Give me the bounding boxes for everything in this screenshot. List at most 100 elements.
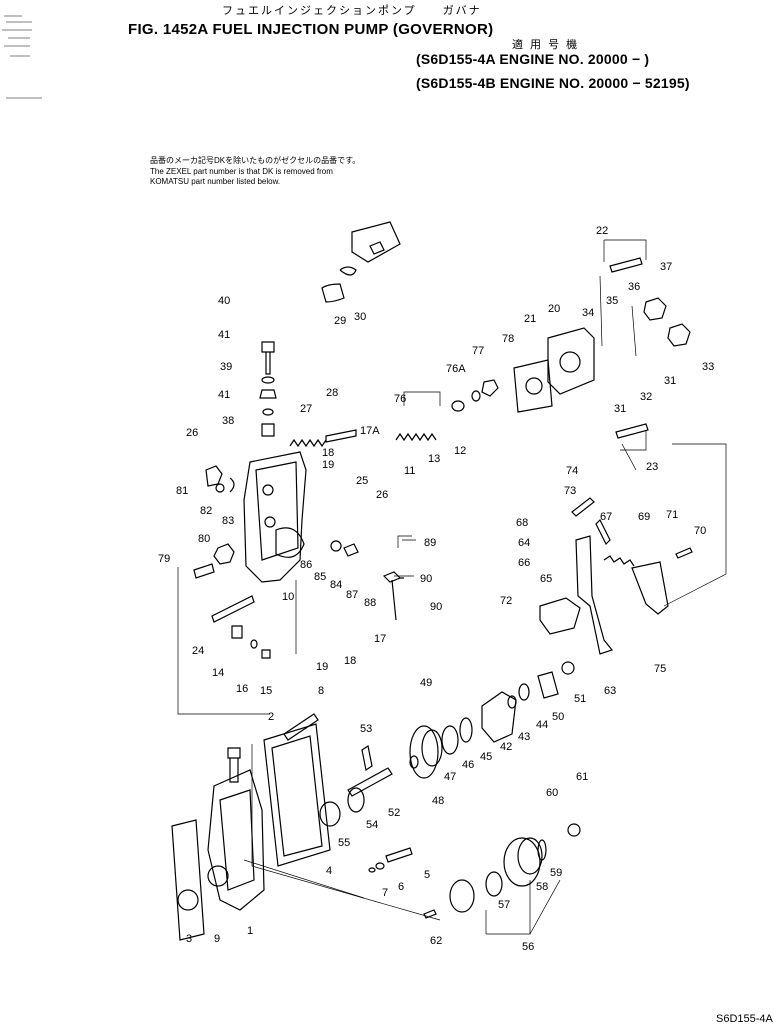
part-label: 56 bbox=[522, 941, 534, 953]
part-artwork bbox=[2, 15, 693, 941]
part-label: 22 bbox=[596, 225, 608, 237]
part-label: 19 bbox=[322, 459, 334, 471]
part-label: 14 bbox=[212, 667, 224, 679]
part-number-labels: 1 2 3 4 5 6 7 8 9 10 11 12 13 14 15 16 1… bbox=[158, 225, 714, 953]
part-label: 41 bbox=[218, 389, 230, 401]
note-english-1: The ZEXEL part number is that DK is remo… bbox=[150, 167, 333, 176]
part-label: 42 bbox=[500, 741, 512, 753]
part-label: 41 bbox=[218, 329, 230, 341]
part-label: 20 bbox=[548, 303, 560, 315]
gasket-21 bbox=[513, 359, 553, 413]
part-label: 15 bbox=[260, 685, 272, 697]
part-label: 80 bbox=[198, 533, 210, 545]
part-label: 74 bbox=[566, 465, 578, 477]
part-label: 54 bbox=[366, 819, 378, 831]
part-label: 78 bbox=[502, 333, 514, 345]
part-label: 63 bbox=[604, 685, 616, 697]
part-label: 87 bbox=[346, 589, 358, 601]
part-label: 58 bbox=[536, 881, 548, 893]
title-japanese: フュエルインジェクションポンプ ガバナ bbox=[222, 5, 482, 17]
part-label: 18 bbox=[322, 447, 334, 459]
part-label: 88 bbox=[364, 597, 376, 609]
part-label: 31 bbox=[664, 375, 676, 387]
part-label: 45 bbox=[480, 751, 492, 763]
part-label: 30 bbox=[354, 311, 366, 323]
flyweight-carrier-42 bbox=[481, 691, 517, 743]
part-label: 70 bbox=[694, 525, 706, 537]
part-label: 7 bbox=[382, 887, 388, 899]
part-label: 37 bbox=[660, 261, 672, 273]
part-label: 60 bbox=[546, 787, 558, 799]
part-label: 9 bbox=[214, 933, 220, 945]
part-label: 66 bbox=[518, 557, 530, 569]
applicable-japanese: 適 用 号 機 bbox=[512, 39, 580, 51]
part-label: 17 bbox=[374, 633, 386, 645]
part-label: 51 bbox=[574, 693, 586, 705]
plate-3 bbox=[171, 819, 205, 941]
part-label: 57 bbox=[498, 899, 510, 911]
part-label: 64 bbox=[518, 537, 530, 549]
part-label: 16 bbox=[236, 683, 248, 695]
part-label: 49 bbox=[420, 677, 432, 689]
part-label: 71 bbox=[666, 509, 678, 521]
part-label: 27 bbox=[300, 403, 312, 415]
part-label: 53 bbox=[360, 723, 372, 735]
part-label: 32 bbox=[640, 391, 652, 403]
part-label: 50 bbox=[552, 711, 564, 723]
part-label: 73 bbox=[564, 485, 576, 497]
part-label: 81 bbox=[176, 485, 188, 497]
part-label: 36 bbox=[628, 281, 640, 293]
figure-title: FIG. 1452A FUEL INJECTION PUMP (GOVERNOR… bbox=[128, 21, 494, 38]
part-label: 48 bbox=[432, 795, 444, 807]
leader-lines bbox=[177, 239, 727, 935]
part-label: 29 bbox=[334, 315, 346, 327]
part-label: 61 bbox=[576, 771, 588, 783]
part-label: 25 bbox=[356, 475, 368, 487]
part-label: 86 bbox=[300, 559, 312, 571]
part-label: 72 bbox=[500, 595, 512, 607]
part-label: 55 bbox=[338, 837, 350, 849]
part-label: 44 bbox=[536, 719, 548, 731]
part-label: 19 bbox=[316, 661, 328, 673]
part-label: 43 bbox=[518, 731, 530, 743]
part-label: 46 bbox=[462, 759, 474, 771]
spring-27 bbox=[289, 438, 327, 448]
part-label: 26 bbox=[376, 489, 388, 501]
part-label: 24 bbox=[192, 645, 204, 657]
part-label: 89 bbox=[424, 537, 436, 549]
part-label: 26 bbox=[186, 427, 198, 439]
flyweight-gear-49 bbox=[409, 725, 439, 779]
part-label: 84 bbox=[330, 579, 342, 591]
gasket-4 bbox=[263, 723, 331, 867]
spring-70 bbox=[603, 555, 635, 567]
part-label: 4 bbox=[326, 865, 332, 877]
part-label: 90 bbox=[430, 601, 442, 613]
part-label: 39 bbox=[220, 361, 232, 373]
part-label: 47 bbox=[444, 771, 456, 783]
lever-76 bbox=[631, 561, 669, 615]
drive-gear-59 bbox=[503, 837, 541, 887]
part-label: 17A bbox=[360, 425, 380, 437]
shaft-53 bbox=[347, 767, 393, 797]
part-label: 76 bbox=[394, 393, 406, 405]
note-english-2: KOMATSU part number listed below. bbox=[150, 177, 281, 186]
part-label: 18 bbox=[344, 655, 356, 667]
governor-housing bbox=[243, 451, 307, 583]
part-label: 33 bbox=[702, 361, 714, 373]
drawing-code: S6D155-4A bbox=[716, 1013, 773, 1025]
part-label: 28 bbox=[326, 387, 338, 399]
part-label: 3 bbox=[186, 933, 192, 945]
part-label: 2 bbox=[268, 711, 274, 723]
part-label: 79 bbox=[158, 553, 170, 565]
part-label: 65 bbox=[540, 573, 552, 585]
part-label: 62 bbox=[430, 935, 442, 947]
part-label: 75 bbox=[654, 663, 666, 675]
part-label: 40 bbox=[218, 295, 230, 307]
part-label: 21 bbox=[524, 313, 536, 325]
part-label: 11 bbox=[404, 465, 415, 477]
part-label: 1 bbox=[247, 925, 253, 937]
governor-cover-1 bbox=[207, 769, 265, 911]
part-label: 5 bbox=[424, 869, 430, 881]
part-label: 23 bbox=[646, 461, 658, 473]
